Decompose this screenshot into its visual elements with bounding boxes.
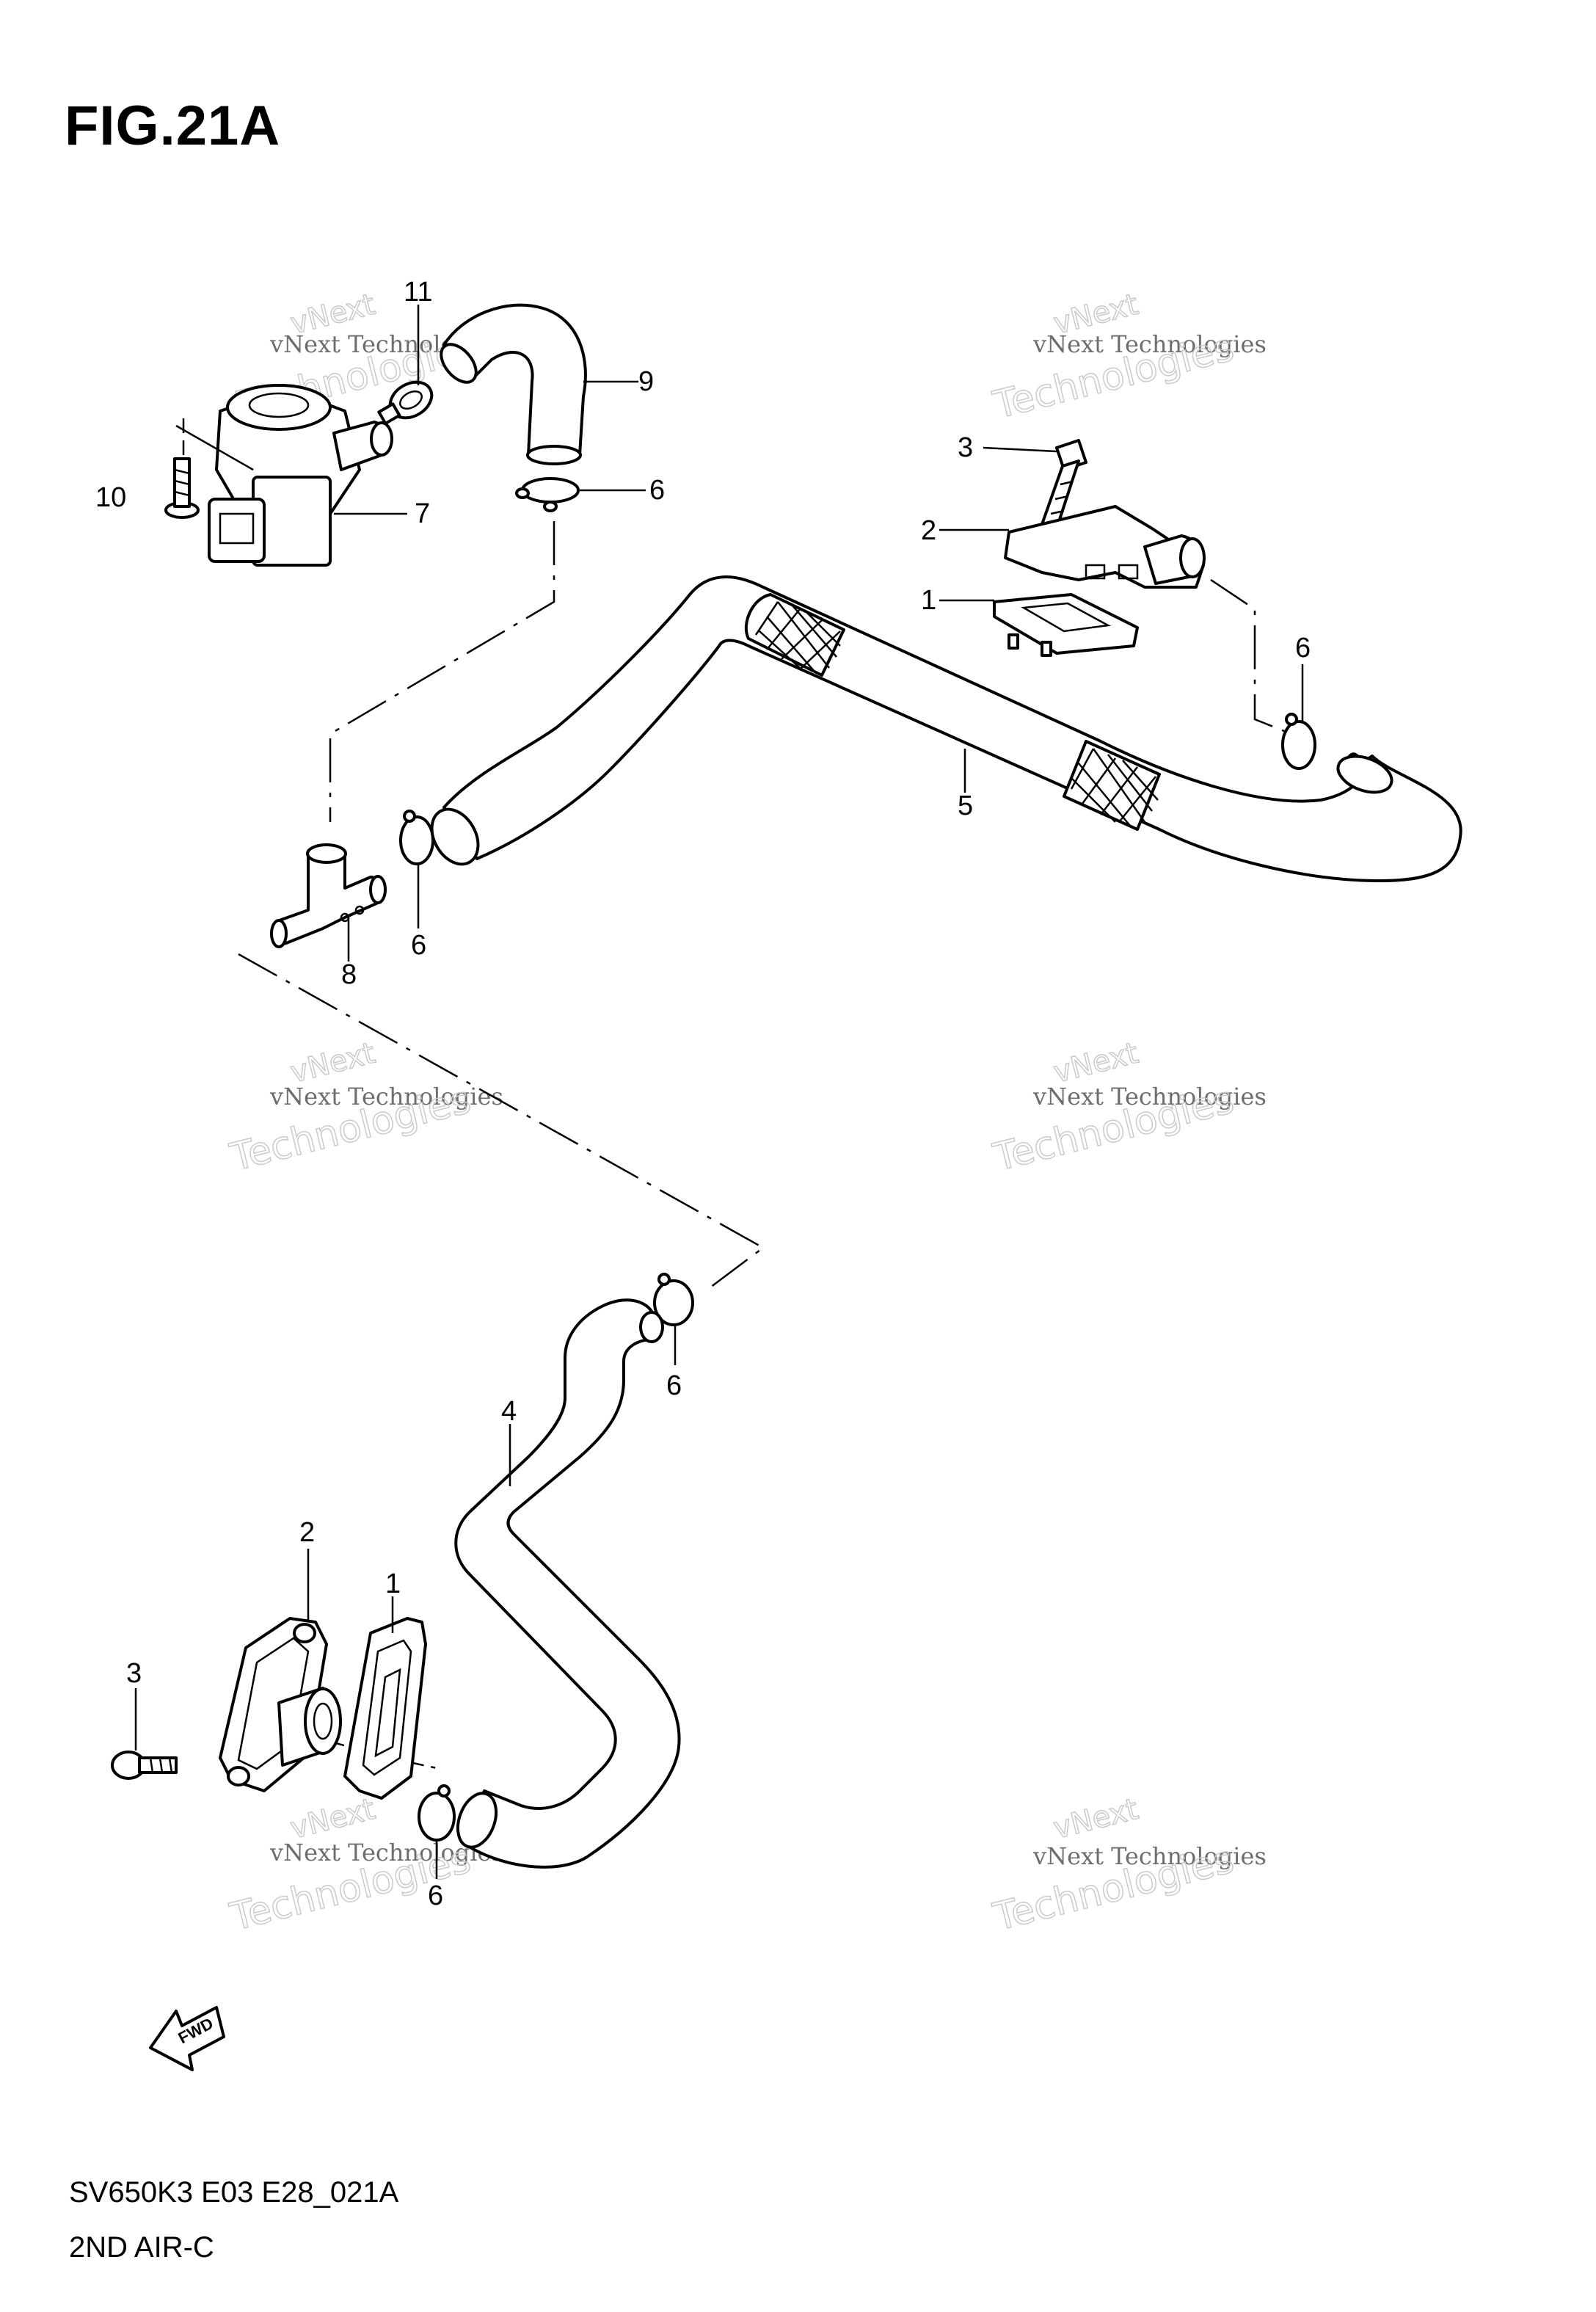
assembly-line-right: [1210, 578, 1292, 735]
watermark-top-right: vNext vNext Technologies Technologies: [988, 287, 1267, 429]
watermark-vnext: vNext: [287, 1792, 379, 1846]
part-3-bolt-lower: [111, 1751, 178, 1780]
callout-9: 9: [638, 366, 654, 397]
watermark-mid-left: vNext vNext Technologies Technologies: [225, 1036, 503, 1181]
part-11-clamp: [377, 380, 434, 425]
part-1-reed-lower: [343, 1617, 427, 1800]
callout-1: 1: [921, 585, 936, 616]
part-4-lower-hose: [454, 1298, 681, 1869]
part-8-t-joint: [270, 843, 387, 948]
fwd-arrow-icon: FWD: [149, 2006, 225, 2071]
assembly-line-valve: [329, 521, 555, 822]
part-6-clamp-b: [1281, 713, 1316, 770]
assembly-line-left: [238, 953, 765, 1293]
diagram-code: SV650K3 E03 E28_021A: [69, 2176, 399, 2209]
callout-6: 6: [411, 930, 426, 961]
part-3-bolt-upper: [1039, 439, 1087, 530]
watermark-bottom-right: vNext vNext Technologies Technologies: [988, 1792, 1267, 1941]
callout-1: 1: [385, 1568, 401, 1599]
callout-5: 5: [958, 790, 973, 821]
watermark-vnext: vNext: [1050, 1792, 1142, 1846]
watermark-mid-right: vNext vNext Technologies Technologies: [988, 1036, 1267, 1181]
diagram-name: 2ND AIR-C: [69, 2231, 214, 2264]
callout-2: 2: [299, 1517, 315, 1548]
callout-8: 8: [341, 959, 357, 990]
part-6-clamp-d: [653, 1273, 694, 1326]
part-6-clamp-c: [399, 810, 434, 865]
callout-numbers: 11 9 10 7 6 3 2 1 6 5 8 6 6 4 2 1 3 6: [95, 277, 1311, 1911]
callout-2: 2: [921, 515, 936, 546]
callout-10: 10: [95, 482, 126, 513]
watermark-vnext: vNext: [287, 1036, 379, 1090]
leader-lines: [134, 305, 1304, 1879]
part-5-long-hose: [430, 575, 1462, 882]
part-9-hose-upper: [440, 303, 587, 465]
part-6-clamp-e: [418, 1784, 456, 1842]
watermark-vnext: vNext: [1050, 1036, 1142, 1090]
watermark-line: vNext Technologies: [269, 1083, 503, 1110]
part-10-screw: [164, 457, 200, 519]
callout-3: 3: [126, 1658, 142, 1689]
watermark-line: vNext Technologies: [1032, 1842, 1267, 1870]
callout-6: 6: [428, 1880, 443, 1911]
part-7-control-valve: [208, 384, 393, 567]
callout-7: 7: [415, 498, 430, 529]
figure-title: FIG.21A: [65, 95, 281, 157]
callout-3: 3: [958, 432, 973, 463]
assembly-line-bottom: [322, 1738, 441, 1770]
callout-6: 6: [1295, 633, 1311, 664]
callout-6: 6: [649, 475, 665, 506]
callout-11: 11: [404, 277, 432, 308]
part-2-cover-lower: [219, 1617, 342, 1792]
callout-4: 4: [501, 1396, 517, 1427]
part-6-clamp-a: [515, 477, 580, 512]
callout-6: 6: [666, 1370, 682, 1401]
part-2-cover-upper: [1004, 505, 1206, 589]
part-1-reed-upper: [993, 593, 1139, 657]
watermark-line: vNext Technologies: [1032, 330, 1267, 358]
watermark-line: vNext Technologies: [1032, 1083, 1267, 1110]
